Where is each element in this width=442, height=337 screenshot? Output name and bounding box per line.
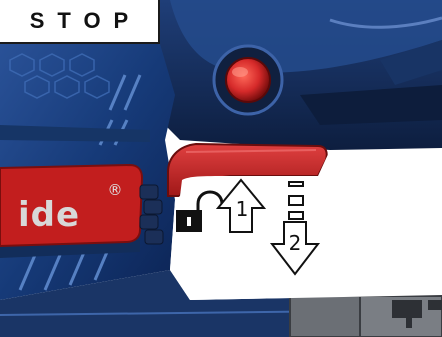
step-2-label: 2 <box>283 232 307 254</box>
step-1-label: 1 <box>230 198 254 220</box>
registered-mark: ® <box>105 180 125 200</box>
release-button <box>214 46 282 114</box>
slider-blocks <box>290 296 442 337</box>
brand-logo-text: ide <box>18 196 128 234</box>
stop-label: STOP <box>0 0 160 44</box>
